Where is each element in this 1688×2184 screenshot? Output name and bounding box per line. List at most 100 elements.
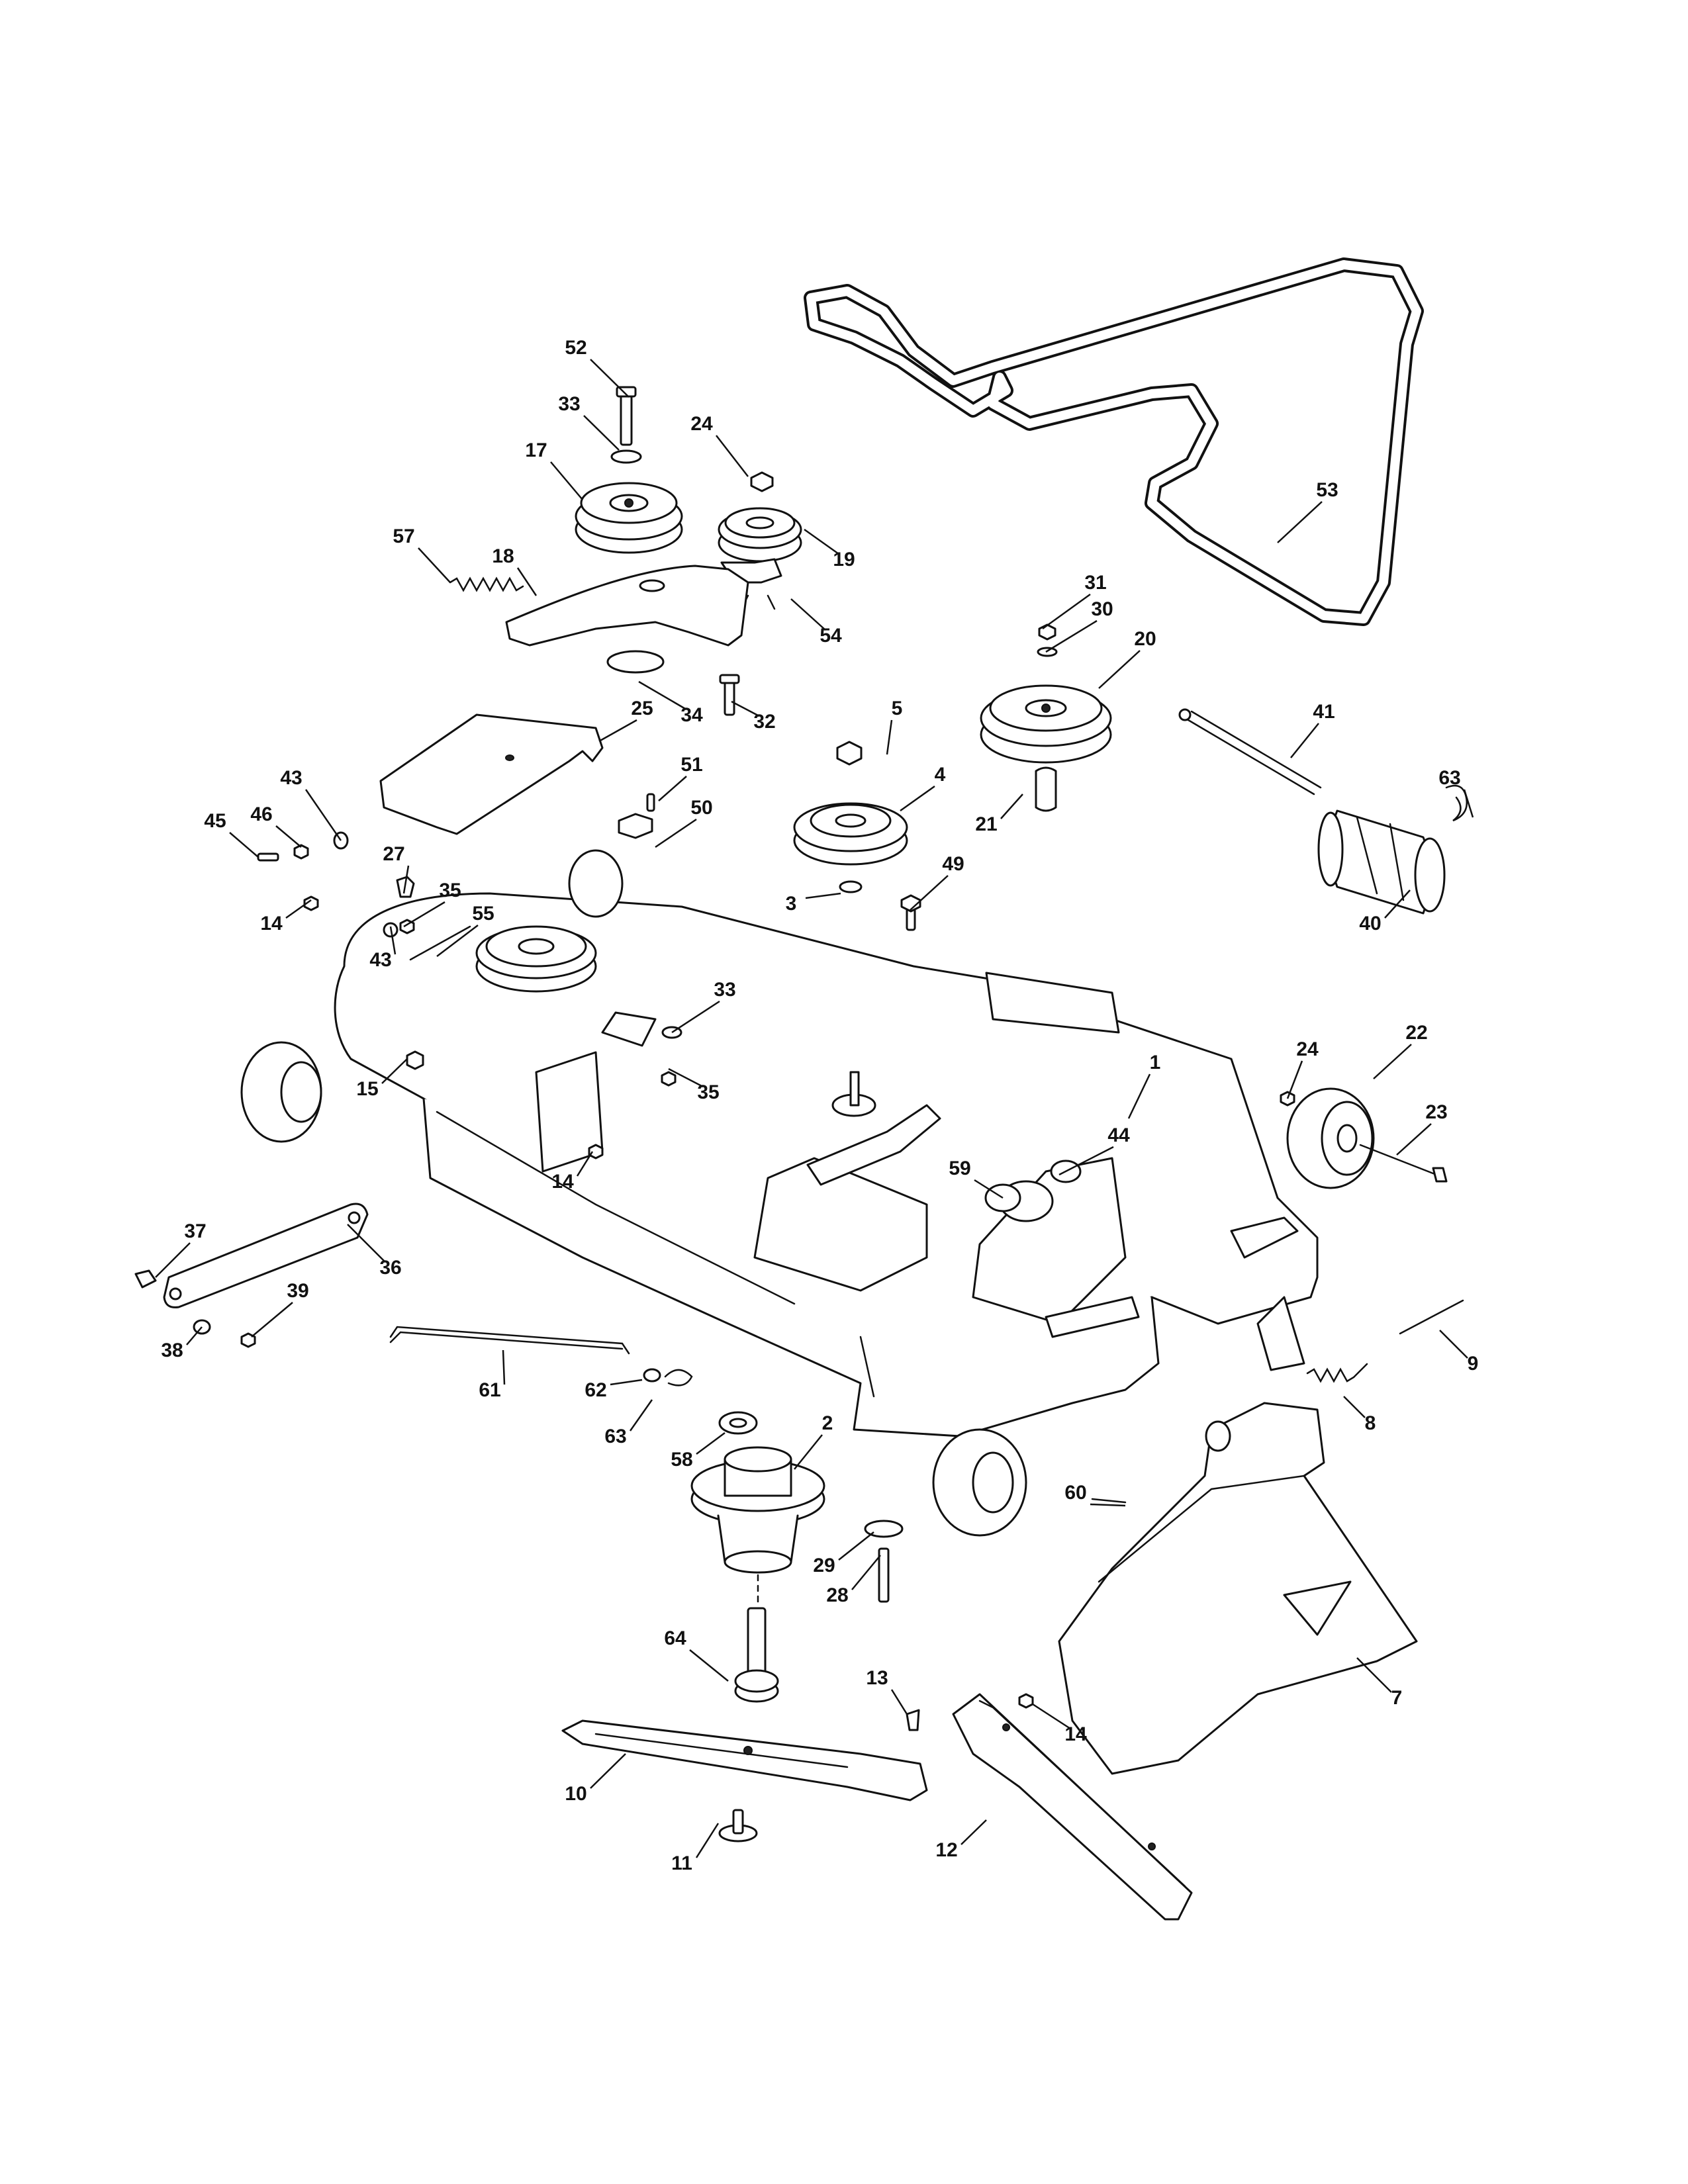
callout-c28: 28 [826,1584,848,1606]
callout-leader-c34 [638,680,687,711]
callout-leader-c33a [583,415,620,451]
discharge-chute-7 [1058,1402,1418,1775]
callout-leader-c60 [1090,1503,1126,1507]
callout-leader-c36 [347,1224,386,1263]
callout-leader-c35b [668,1068,704,1088]
callout-leader-c3 [805,892,841,899]
callout-c8: 8 [1365,1412,1376,1434]
callout-c12: 12 [935,1839,957,1861]
callout-leader-c27 [402,865,410,894]
callout-leader-c53 [1277,501,1323,543]
callout-leader-c38 [186,1326,203,1345]
callout-c5: 5 [892,698,903,719]
callout-leader-c40 [1384,889,1411,919]
callout-c50: 50 [690,797,712,819]
callout-c3: 3 [786,893,797,915]
callout-leader-c64 [689,1649,729,1682]
callout-c60: 60 [1064,1482,1086,1504]
callout-c58: 58 [671,1449,692,1471]
callout-leader-c17 [550,461,583,500]
callout-c14a: 14 [260,913,283,934]
fitting-15 [406,1050,424,1070]
callout-c53: 53 [1316,479,1338,501]
callout-c44: 44 [1107,1124,1130,1146]
callout-leader-c59 [974,1179,1004,1199]
callout-c24b: 24 [1296,1038,1319,1060]
callout-leader-c55 [436,925,479,957]
callout-c2: 2 [822,1412,833,1434]
callout-leader-c49 [910,875,949,911]
callout-leader-c1 [1127,1073,1151,1119]
callout-leader-c62 [610,1379,643,1386]
callout-leader-c8 [1343,1396,1366,1418]
callout-c43a: 43 [280,767,302,789]
callout-c7: 7 [1391,1687,1403,1709]
callout-leader-c24a [716,435,749,477]
belt-cover-25 [379,713,604,835]
callout-leader-c25 [598,719,637,743]
callout-leader-c4 [900,785,935,812]
callout-c32: 32 [753,711,775,733]
callout-leader-c61 [502,1349,506,1385]
callout-leader-c58 [696,1432,726,1455]
spring-8 [1306,1363,1368,1383]
callout-leader-c31 [1042,593,1091,630]
pin-60 [1091,1498,1127,1504]
deck-wheels [240,849,1027,1537]
callout-leader-c24b [1286,1060,1303,1099]
callout-leader-c35a [403,901,445,928]
callout-leader-c46 [275,825,302,848]
idler-pulley-assembly [575,386,683,554]
callout-leader-c45 [229,832,259,858]
callout-c24a: 24 [690,413,713,435]
callout-c64: 64 [664,1627,686,1649]
callout-leader-c13 [890,1689,908,1715]
callout-c25: 25 [631,698,653,719]
callout-c34: 34 [680,704,703,726]
callout-c45: 45 [204,810,226,832]
callout-c63a: 63 [604,1426,626,1447]
callout-leader-c28 [851,1555,881,1590]
pulley-20-assembly [980,623,1112,812]
callout-c27: 27 [383,843,404,865]
callout-leader-c43a [305,789,342,841]
callout-c14b: 14 [551,1171,574,1193]
callout-c9: 9 [1468,1353,1479,1375]
callout-c35b: 35 [697,1081,719,1103]
blade-bolt-11 [718,1809,758,1843]
hairpin-clip-63 [1445,784,1468,822]
idler-pulley-19-assembly [718,471,802,610]
callout-c29: 29 [813,1555,835,1576]
wheel-22-assembly [1280,1087,1448,1189]
callout-leader-c15 [381,1058,408,1084]
shaft-41 [1178,708,1322,796]
callout-leader-c14c [1032,1703,1071,1730]
callout-leader-c9 [1439,1330,1468,1359]
lift-arm-36-assembly [134,1203,369,1348]
callout-leader-c7 [1356,1657,1392,1693]
callout-c30: 30 [1091,598,1113,620]
callout-leader-c39 [251,1302,293,1338]
callout-c10: 10 [565,1783,586,1805]
callout-leader-c43b [389,926,397,955]
callout-leader-c63a [629,1399,653,1432]
callout-leader-c21 [1000,794,1023,819]
mower-deck-1 [334,892,1319,1437]
callout-c17: 17 [525,439,547,461]
callout-c55: 55 [472,903,494,925]
callout-c59: 59 [949,1158,970,1179]
callout-c41: 41 [1313,701,1335,723]
callout-c63b: 63 [1438,767,1460,789]
callout-c54: 54 [820,625,842,647]
callout-leader-c54 [790,598,826,631]
callout-c40: 40 [1359,913,1381,934]
callout-c22: 22 [1405,1022,1427,1044]
callout-c37: 37 [184,1220,206,1242]
callout-c51: 51 [680,754,702,776]
callout-leader-c41 [1290,723,1319,758]
callout-leader-c37 [155,1242,191,1278]
callout-c18: 18 [492,545,514,567]
callout-c4: 4 [935,764,946,786]
callout-leader-c63b [1463,789,1474,818]
